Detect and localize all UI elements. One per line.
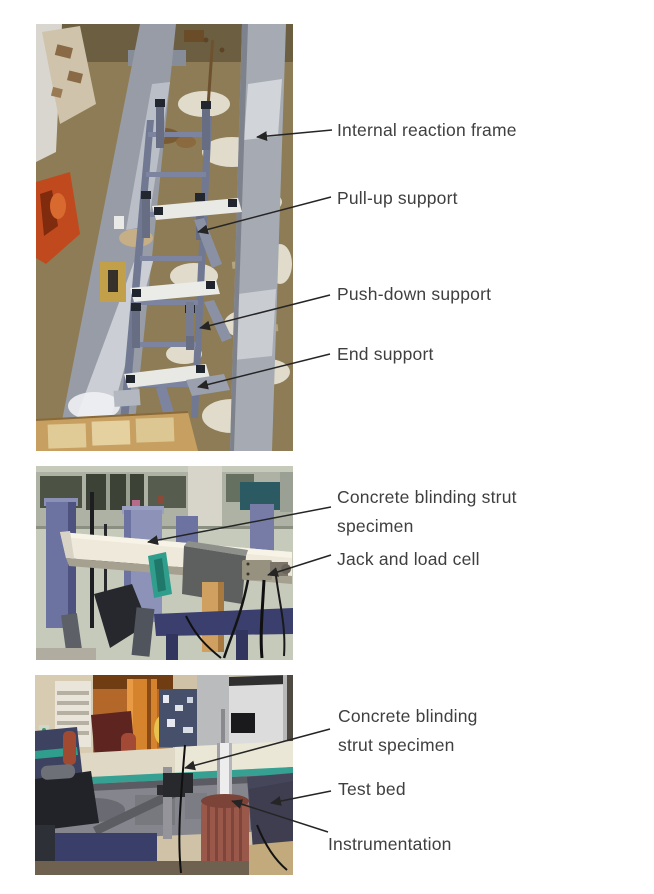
rig-machinery [36, 575, 293, 660]
label-end-support: End support [337, 344, 434, 364]
label-pull-up-support: Pull-up support [337, 188, 458, 208]
white-cabinet [229, 675, 287, 749]
label-push-down-support: Push-down support [337, 284, 492, 304]
rusty-drum [201, 794, 249, 871]
label-strut-specimen-bottom: Concrete blinding strut specimen [338, 706, 478, 755]
label-strut-specimen-mid: Concrete blinding strut specimen [337, 487, 517, 536]
label-internal-reaction-frame: Internal reaction frame [337, 120, 517, 140]
orange-equipment [36, 172, 80, 264]
poster-board [159, 689, 203, 747]
label-test-bed: Test bed [338, 779, 406, 799]
left-machinery [35, 727, 99, 831]
label-jack-load-cell: Jack and load cell [337, 549, 480, 569]
photo-internal-reaction-frame [36, 24, 293, 451]
photo-test-bed-instrumentation [35, 675, 293, 875]
wooden-board [36, 411, 198, 451]
internal-frame-assembly [120, 99, 242, 430]
loading-frame [93, 767, 207, 839]
camera [231, 713, 255, 733]
photo-strut-specimen-rig [36, 466, 293, 660]
label-instrumentation: Instrumentation [328, 834, 452, 854]
